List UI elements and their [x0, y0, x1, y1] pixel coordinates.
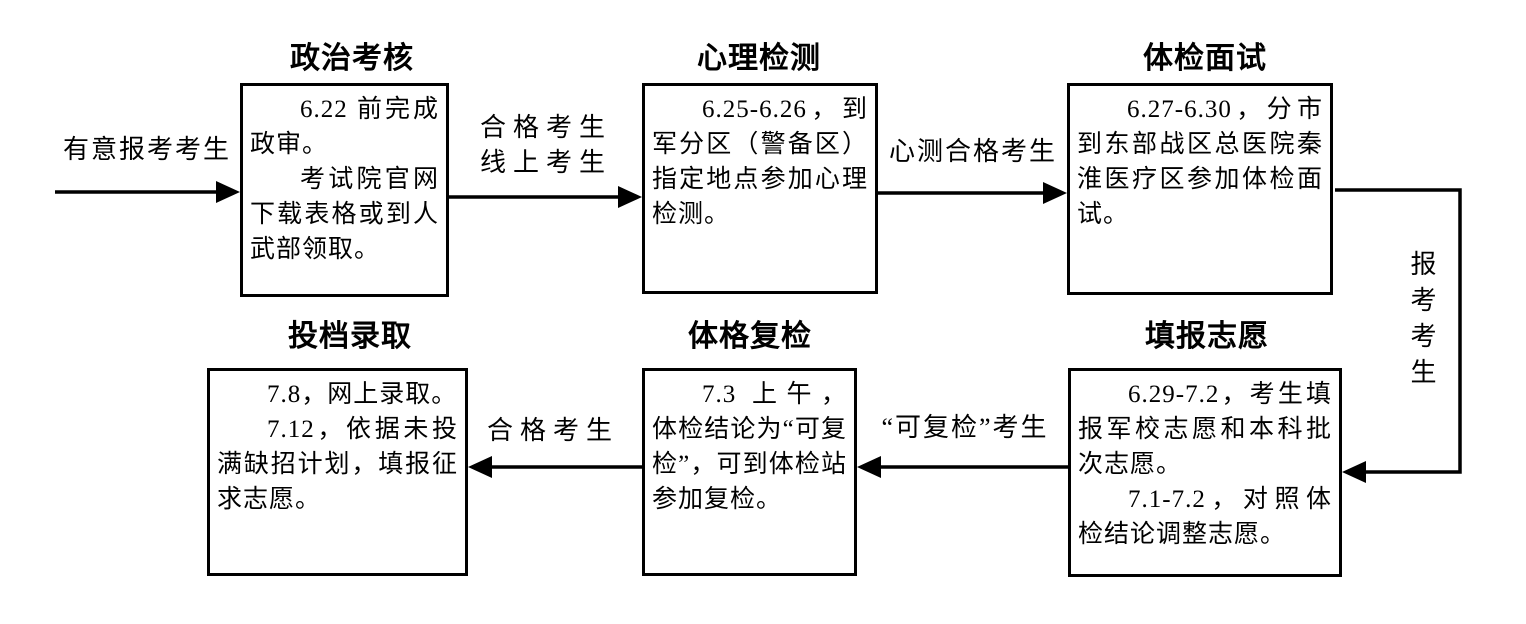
- node-political-review: 6.22 前完成政审。 考试院官网下载表格或到人武部领取。: [240, 83, 449, 297]
- node-fill-preferences: 6.29-7.2，考生填报军校志愿和本科批次志愿。 7.1-7.2，对照体检结论…: [1068, 368, 1342, 577]
- edge-label-recheck-applicants: “可复检”考生: [881, 413, 1049, 442]
- node-paragraph: 6.29-7.2，考生填报军校志愿和本科批次志愿。: [1078, 381, 1332, 478]
- node-physical-recheck: 7.3 上午，体检结论为“可复检”，可到体检站参加复检。: [642, 368, 857, 576]
- node-admission: 7.8，网上录取。 7.12，依据未投满缺招计划，填报征求志愿。: [207, 368, 468, 576]
- connector-box3-box6-line: [1335, 188, 1462, 474]
- node-paragraph: 7.12，依据未投满缺招计划，填报征求志愿。: [217, 416, 458, 513]
- node-paragraph: 6.27-6.30，分市到东部战区总医院秦淮医疗区参加体检面试。: [1077, 96, 1323, 228]
- node-physical-exam-interview: 6.27-6.30，分市到东部战区总医院秦淮医疗区参加体检面试。: [1067, 83, 1333, 295]
- node-title-political-review: 政治考核: [290, 42, 414, 75]
- edge-label-qualified: 合格考生: [487, 413, 619, 448]
- node-title-psychological-test: 心理检测: [697, 42, 821, 75]
- edge-label-intending-applicants: 有意报考考生: [62, 135, 232, 164]
- arrowhead-left-icon: [1342, 461, 1366, 483]
- edge-label-qualified-online: 合格考生 线上考生: [480, 110, 612, 180]
- node-paragraph: 考试院官网下载表格或到人武部领取。: [250, 166, 439, 263]
- arrowhead-right-icon: [216, 181, 240, 203]
- node-title-fill-preferences: 填报志愿: [1145, 320, 1269, 353]
- node-title-physical-exam-interview: 体检面试: [1143, 42, 1267, 75]
- arrowhead-left-icon: [857, 456, 881, 478]
- arrowhead-left-icon: [468, 456, 492, 478]
- arrowhead-right-icon: [1043, 182, 1067, 204]
- node-title-physical-recheck: 体格复检: [688, 320, 812, 353]
- edge-label-psych-qualified: 心测合格考生: [888, 137, 1058, 166]
- node-paragraph: 6.25-6.26，到军分区（警备区）指定地点参加心理检测。: [652, 96, 868, 228]
- edge-label-line: 线上考生: [479, 148, 613, 177]
- edge-label-applicants: 报考考生: [1407, 250, 1436, 394]
- edge-label-line: 合格考生: [479, 113, 613, 142]
- node-paragraph: 7.3 上午，体检结论为“可复检”，可到体检站参加复检。: [652, 381, 847, 513]
- node-paragraph: 6.22 前完成政审。: [250, 96, 439, 158]
- node-paragraph: 7.8，网上录取。: [267, 381, 458, 408]
- arrowhead-right-icon: [618, 186, 642, 208]
- node-title-admission: 投档录取: [288, 320, 412, 353]
- node-paragraph: 7.1-7.2，对照体检结论调整志愿。: [1078, 486, 1332, 548]
- edge-label-line: 合格考生: [486, 416, 620, 445]
- node-psychological-test: 6.25-6.26，到军分区（警备区）指定地点参加心理检测。: [642, 83, 878, 294]
